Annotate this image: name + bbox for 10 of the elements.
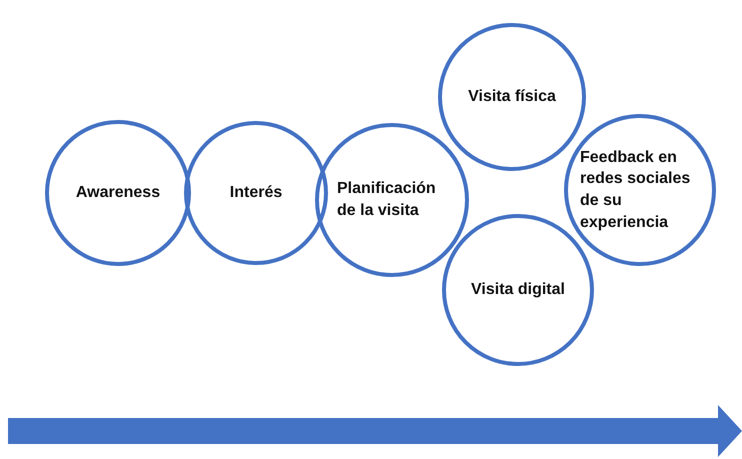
stage-label: Interés bbox=[230, 183, 282, 204]
stage-label: Planificación de la visita bbox=[337, 179, 437, 221]
stage-label: Visita física bbox=[468, 87, 556, 108]
stage-circle bbox=[564, 114, 716, 266]
stage-circle bbox=[45, 120, 191, 266]
stage-label: Feedback en redes sociales de su experiencia bbox=[580, 148, 692, 233]
stage-label: Visita digital bbox=[471, 280, 565, 300]
stage-circle bbox=[184, 121, 328, 265]
stage-circle bbox=[315, 123, 469, 277]
stage-label: Awareness bbox=[76, 183, 160, 204]
